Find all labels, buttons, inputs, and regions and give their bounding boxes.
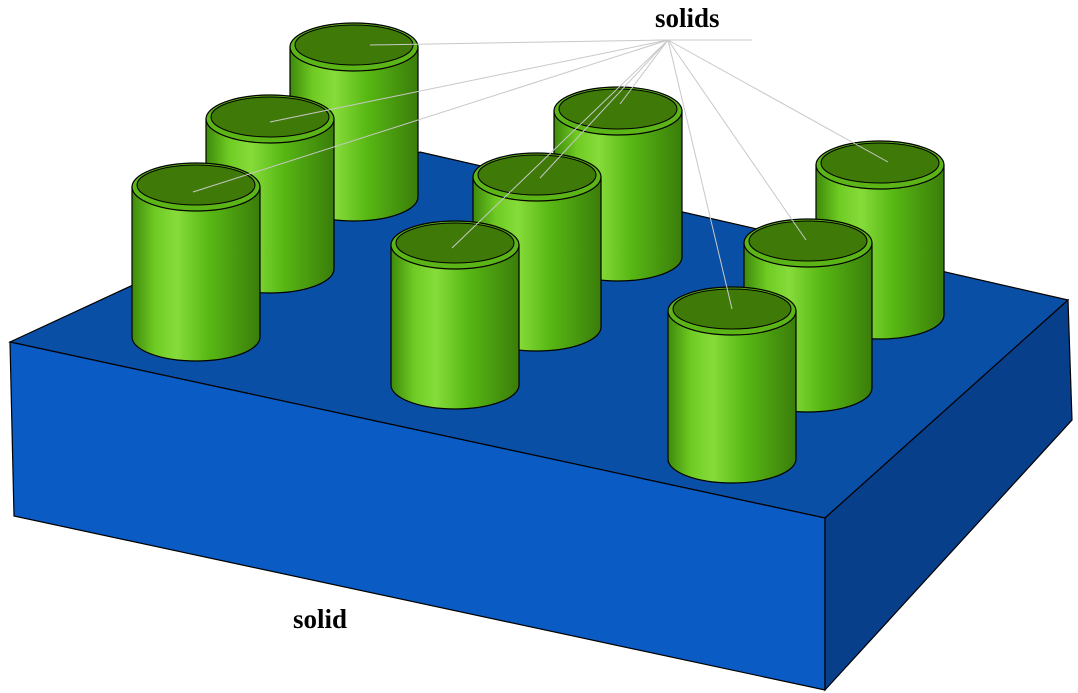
leader-line-6 — [192, 39, 669, 193]
cylinder-top-face — [558, 88, 678, 130]
leader-line-9 — [667, 39, 733, 310]
cylinder-body — [390, 244, 520, 410]
cylinder-top-face — [820, 142, 940, 184]
cylinder-body — [667, 310, 797, 484]
leader-line-4 — [667, 39, 889, 163]
leader-line-1 — [369, 39, 669, 46]
cylinder-body — [131, 186, 261, 362]
cylinder-top-face — [294, 24, 414, 66]
cylinder-solid-9 — [667, 286, 797, 484]
leader-line-5 — [539, 39, 669, 179]
cylinder-top-face — [395, 222, 515, 264]
base-block-side-face — [824, 298, 1073, 692]
cylinder-top-face — [748, 220, 868, 262]
leader-line-7 — [667, 39, 807, 241]
leader-line-8 — [451, 39, 669, 249]
cylinders — [131, 22, 945, 484]
solids-label: solids — [655, 3, 720, 33]
cylinder-solid-6 — [131, 162, 261, 362]
solid-label: solid — [293, 604, 347, 634]
cylinder-top-face — [210, 96, 330, 138]
cylinder-top-face — [477, 154, 597, 196]
leader-line-2 — [619, 39, 669, 105]
leader-line-3 — [269, 39, 669, 123]
cylinder-solid-1 — [289, 22, 419, 222]
cylinder-solid-8 — [390, 220, 520, 410]
cylinder-top-face — [136, 164, 256, 206]
solids-leader-lines — [192, 39, 889, 310]
